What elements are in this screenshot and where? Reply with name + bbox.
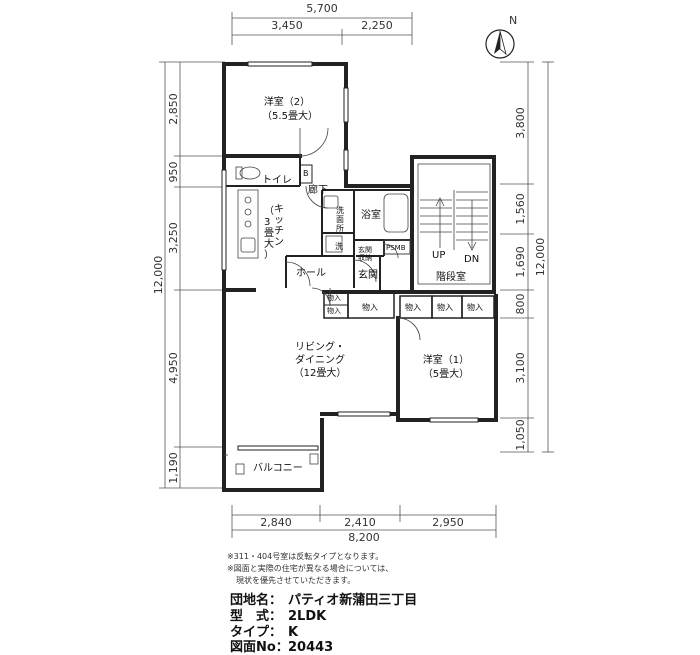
room-kitchen-4: ン <box>274 237 284 248</box>
info-drawing-number: 図面No：20443 <box>230 636 333 655</box>
stairs <box>417 163 491 285</box>
dim-top-right: 2,250 <box>361 19 393 32</box>
dim-bottom-3: 2,950 <box>432 516 464 529</box>
dim-left-2: 950 <box>167 162 180 183</box>
dim-left-3: 3,250 <box>167 222 180 254</box>
info-complex-name: 団地名： パティオ新蒲田三丁目 <box>230 589 417 608</box>
room-living-2: ダイニング <box>295 353 345 366</box>
room-stairs: 階段室 <box>436 270 466 283</box>
info-floor-type: 型 式： 2LDK <box>230 605 326 624</box>
interior-walls <box>224 156 495 319</box>
dim-right-total: 12,000 <box>534 238 547 277</box>
room-western1-name: 洋室（1） <box>423 353 469 366</box>
dim-right-6: 1,050 <box>514 419 527 451</box>
note-priority: 現状を優先させていただきます。 <box>236 576 356 585</box>
room-living-1: リビング・ <box>295 340 345 353</box>
room-storage-1: 物入 <box>362 302 378 312</box>
note-difference: ※図面と実際の住宅が異なる場合については、 <box>227 564 394 573</box>
room-entrance: 玄関 <box>358 268 378 281</box>
room-entrance-storage-1: 玄関 <box>358 245 372 254</box>
room-storage-3: 物入 <box>437 302 453 312</box>
dimension-lines <box>159 12 554 538</box>
dimension-labels: 5,700 3,450 2,250 12,000 2,850 950 3,250… <box>152 2 547 544</box>
room-kitchen-size-1: （ <box>264 205 274 217</box>
dim-bottom-total: 8,200 <box>348 531 380 544</box>
dim-left-1: 2,850 <box>167 93 180 125</box>
room-western2-name: 洋室（2） <box>264 95 310 108</box>
dim-bottom-2: 2,410 <box>344 516 376 529</box>
dim-right-4: 800 <box>514 294 527 315</box>
info-drawing-value: 20443 <box>288 640 334 655</box>
room-corridor-1: 廊下 <box>308 183 328 196</box>
fixtures <box>224 166 411 475</box>
room-b: B <box>303 169 309 178</box>
room-wash-3: 所 <box>336 223 344 233</box>
stairs-dn: DN <box>464 254 479 265</box>
dim-right-5: 3,100 <box>514 352 527 384</box>
info-kind-label: タイプ： <box>230 625 283 640</box>
room-bath: 浴室 <box>361 208 381 221</box>
room-labels: 洋室（2） （5.5畳大） トイレ B 廊下 洗 面 所 浴室 洗 PSMB 玄… <box>253 95 483 474</box>
north-label: N <box>509 14 517 27</box>
room-kitchen-size-5: ） <box>264 249 274 261</box>
info-type-label: 型 式： <box>230 609 283 624</box>
info-type-value: 2LDK <box>288 609 327 624</box>
info-name-value: パティオ新蒲田三丁目 <box>288 593 418 608</box>
room-wash-1: 洗 <box>336 205 344 215</box>
dim-top-left: 3,450 <box>271 19 303 32</box>
room-kitchen-size-4: 大 <box>264 237 274 250</box>
dim-left-4: 4,950 <box>167 352 180 384</box>
north-arrow-icon: N <box>485 14 517 59</box>
room-western1-size: （5畳大） <box>423 367 469 380</box>
room-storage-small-2: 物入 <box>327 306 341 315</box>
dim-top-total: 5,700 <box>306 2 338 15</box>
stairs-up: UP <box>432 250 445 261</box>
room-kitchen-3: チ <box>274 225 284 237</box>
dim-bottom-1: 2,840 <box>260 516 292 529</box>
room-living-3: （12畳大） <box>294 366 347 379</box>
room-storage-2: 物入 <box>405 302 421 312</box>
info-drawing-label: 図面No： <box>230 640 289 655</box>
room-hall: ホール <box>296 267 326 279</box>
dim-right-2: 1,560 <box>514 193 527 225</box>
room-psmb: PSMB <box>386 244 406 252</box>
info-plan-type: タイプ： K <box>230 621 298 640</box>
room-storage-4: 物入 <box>467 302 483 312</box>
dim-left-total: 12,000 <box>152 256 165 295</box>
windows <box>221 61 479 451</box>
room-entrance-storage-2: 収納 <box>358 253 372 262</box>
dim-right-3: 1,690 <box>514 246 527 278</box>
info-kind-value: K <box>288 625 299 640</box>
room-storage-small-1: 物入 <box>327 293 341 302</box>
room-kitchen-2: ッ <box>274 215 284 226</box>
room-wash-2: 面 <box>336 215 344 224</box>
dim-right-1: 3,800 <box>514 107 527 139</box>
doors <box>285 127 421 341</box>
room-western2-size: （5.5畳大） <box>262 109 318 122</box>
room-kitchen-size-3: 畳 <box>264 227 274 239</box>
info-name-label: 団地名： <box>230 593 283 608</box>
note-reversed-type: ※311・404号室は反転タイプとなります。 <box>227 552 384 561</box>
room-toilet: トイレ <box>262 175 292 186</box>
dim-left-5: 1,190 <box>167 452 180 484</box>
room-washer: 洗 <box>335 241 343 251</box>
room-balcony: バルコニー <box>253 462 303 474</box>
room-kitchen-size-2: 3 <box>264 217 270 228</box>
room-kitchen-1: キ <box>274 204 284 215</box>
